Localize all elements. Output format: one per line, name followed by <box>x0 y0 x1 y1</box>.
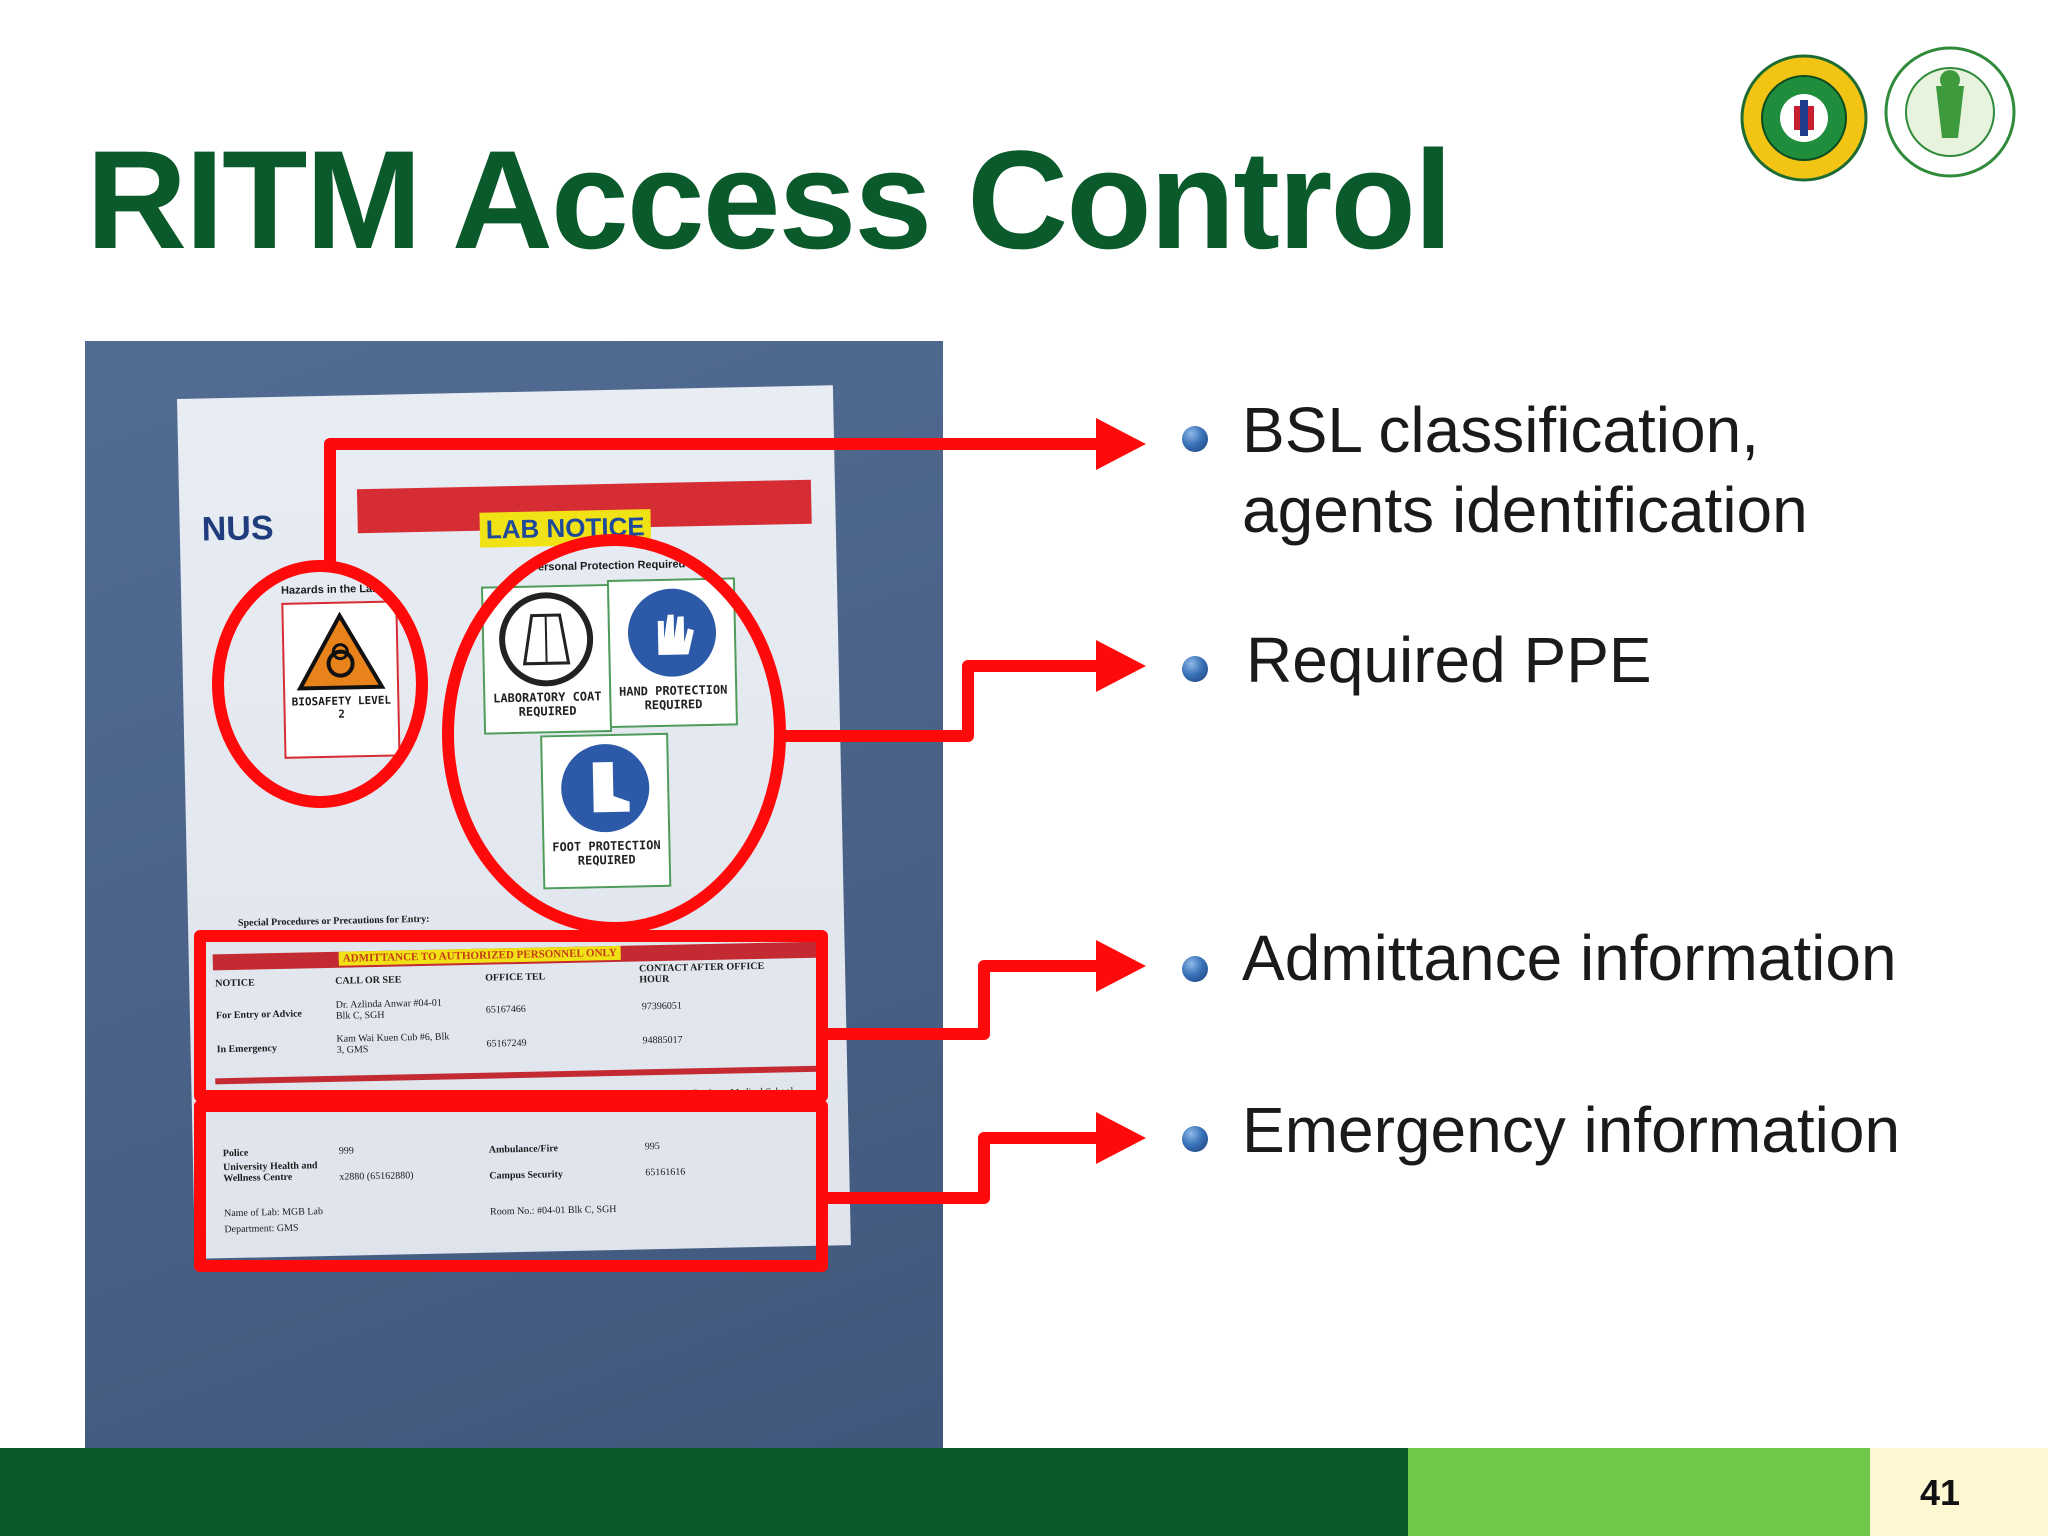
table-row-entry-office: 65167466 <box>485 1003 526 1016</box>
faculty-label: Faculty Safety & Health Officer <box>487 1089 625 1104</box>
table-header-call: CALL OR SEE <box>335 974 402 987</box>
doh-seal-icon <box>1740 46 2016 182</box>
ppe-lab-coat-line1: LABORATORY COAT <box>493 689 602 706</box>
table-row-emergency-notice: In Emergency <box>216 1043 278 1056</box>
bullet-bsl-line1: BSL classification, <box>1242 394 1759 466</box>
hazards-heading: Hazards in the Lab <box>280 582 379 597</box>
admittance-heading: ADMITTANCE TO AUTHORIZED PERSONNEL ONLY <box>338 945 621 966</box>
lab-name: Name of Lab: MGB Lab <box>223 1206 324 1220</box>
police-label: Police <box>222 1147 249 1160</box>
arrow-admittance-head-icon <box>1096 940 1146 992</box>
footer-dark-band <box>0 1448 1408 1536</box>
table-row-entry-after: 97396051 <box>641 1000 682 1013</box>
table-row-emergency-call: Kam Wai Kuen Cub #6, Blk 3, GMS <box>336 1031 450 1056</box>
campus-label: Campus Security <box>489 1169 564 1182</box>
ppe-foot-protection: FOOT PROTECTION REQUIRED <box>540 732 672 890</box>
nus-logo: NUS <box>201 509 274 549</box>
bullet-dot-icon <box>1182 1126 1208 1152</box>
table-row-entry-notice: For Entry or Advice <box>215 1008 303 1022</box>
bullet-bsl-line2: agents identification <box>1242 474 1808 546</box>
poster-photo: NUS LAB NOTICE Hazards in the Lab BIOSAF… <box>85 341 943 1485</box>
campus-value: 65161616 <box>645 1166 686 1179</box>
table-row-emergency-after: 94885017 <box>642 1034 683 1047</box>
slide-title: RITM Access Control <box>86 121 1453 278</box>
lab-coat-icon <box>499 592 594 687</box>
ambulance-value: 995 <box>644 1141 660 1153</box>
biohazard-icon <box>296 611 386 691</box>
footer-light-band <box>1408 1448 1870 1536</box>
biosafety-level-label: BIOSAFETY LEVEL <box>291 693 392 709</box>
bullet-emergency: Emergency information <box>1242 1094 1901 1166</box>
glove-icon <box>628 588 717 677</box>
police-value: 999 <box>338 1145 354 1157</box>
table-header-after-hours: CONTACT AFTER OFFICE HOUR <box>638 960 765 986</box>
hazard-card: BIOSAFETY LEVEL 2 <box>281 600 401 759</box>
uhwc-label: University Health and Wellness Centre <box>222 1160 318 1185</box>
bullet-dot-icon <box>1182 956 1208 982</box>
room-number: Room No.: #04-01 Blk C, SGH <box>489 1203 617 1218</box>
ppe-hand-line1: HAND PROTECTION <box>618 682 728 699</box>
arrow-emergency-head-icon <box>1096 1112 1146 1164</box>
ppe-hand-protection: HAND PROTECTION REQUIRED <box>606 577 738 729</box>
table-header-office: OFFICE TEL <box>485 971 546 984</box>
ppe-lab-coat: LABORATORY COAT REQUIRED <box>480 583 613 735</box>
ppe-foot-line1: FOOT PROTECTION <box>552 837 661 855</box>
lab-notice-label: LAB NOTICE <box>479 509 652 548</box>
bullet-admittance: Admittance information <box>1242 922 1897 994</box>
ppe-foot-line2: REQUIRED <box>577 852 636 868</box>
arrow-bsl-head-icon <box>1096 418 1146 470</box>
table-row-entry-call: Dr. Azlinda Anwar #04-01 Blk C, SGH <box>335 997 442 1022</box>
biosafety-level-value: 2 <box>338 707 346 721</box>
uhwc-value: x2880 (65162880) <box>339 1170 414 1183</box>
department: Department: GMS <box>224 1222 299 1236</box>
ppe-hand-line2: REQUIRED <box>644 697 703 713</box>
table-header-notice: NOTICE <box>215 977 255 990</box>
boot-icon <box>561 744 650 833</box>
lab-poster: NUS LAB NOTICE Hazards in the Lab BIOSAF… <box>177 385 851 1259</box>
bullet-ppe: Required PPE <box>1246 624 1652 696</box>
emergency-bar <box>215 1065 826 1085</box>
page-number: 41 <box>1919 1472 1961 1513</box>
logos <box>1740 28 2030 188</box>
table-row-emergency-office: 65167249 <box>486 1037 527 1050</box>
bullet-dot-icon <box>1182 426 1208 452</box>
special-procedures: Special Procedures or Precautions for En… <box>237 913 430 929</box>
faculty-value: Duke-NUS Graduate Medical School Singapo… <box>643 1086 794 1112</box>
ppe-heading: Personal Protection Required <box>530 558 686 574</box>
ppe-lab-coat-line2: REQUIRED <box>518 703 577 719</box>
arrow-ppe-head-icon <box>1096 640 1146 692</box>
footer-page-box <box>1870 1448 2048 1536</box>
bullet-dot-icon <box>1182 656 1208 682</box>
ambulance-label: Ambulance/Fire <box>488 1143 559 1156</box>
